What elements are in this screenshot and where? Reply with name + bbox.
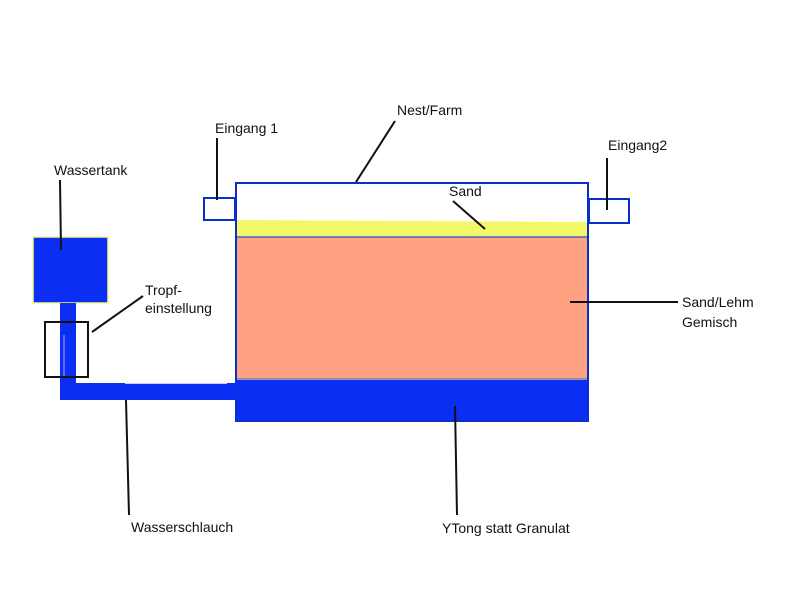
leader-nest-farm [355,120,396,183]
leader-tropf [91,295,144,333]
drip-regulator-box [44,321,89,378]
water-tank [32,236,109,304]
label-sand: Sand [449,183,482,199]
label-sand-lehm-1: Sand/Lehm [682,294,754,310]
label-ytong: YTong statt Granulat [442,520,570,536]
leader-lines [59,120,678,516]
hose-horizontal [60,383,236,400]
leader-sand [452,200,486,230]
label-wasserschlauch: Wasserschlauch [131,519,233,535]
leader-wasserschlauch [125,399,130,516]
entrance-1-tube [203,197,236,221]
label-sand-lehm-2: Gemisch [682,314,737,330]
label-wassertank: Wassertank [54,162,128,178]
sand-layer [236,220,588,236]
label-eingang2: Eingang2 [608,137,667,153]
label-tropf-2: einstellung [145,300,212,316]
entrance-2-tube [588,198,630,224]
label-tropf-1: Tropf- [145,282,182,298]
ytong-layer [235,380,589,421]
sand-clay-layer [236,237,588,379]
leader-ytong [454,405,458,516]
label-nest-farm: Nest/Farm [397,102,462,118]
farm-empty-space [236,184,588,220]
label-eingang1: Eingang 1 [215,120,278,136]
leader-wassertank [59,179,62,251]
